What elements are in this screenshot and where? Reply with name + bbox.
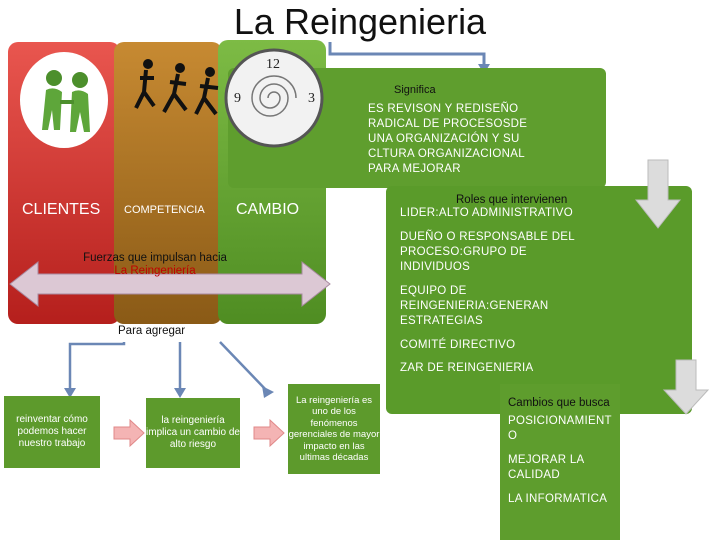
down-arrow-right-bottom	[662, 359, 710, 415]
runners-icon	[126, 56, 226, 126]
roles-item-lider: LIDER:ALTO ADMINISTRATIVO	[400, 207, 574, 219]
cambios-heading: Cambios que busca	[508, 397, 610, 409]
cambios-panel	[500, 384, 620, 540]
competencia-label: COMPETENCIA	[124, 204, 205, 216]
significa-heading: Significa	[394, 84, 436, 96]
flow-arrow-2	[253, 418, 285, 448]
roles-item-zar: ZAR DE REINGENIERIA	[400, 362, 534, 374]
significa-body: ES REVISON Y REDISEÑO RADICAL DE PROCESO…	[368, 103, 528, 175]
roles-item-dueno: DUEÑO O RESPONSABLE DEL PROCESO:GRUPO DE…	[400, 231, 575, 273]
down-arrow-right-top	[634, 159, 682, 229]
flow-box-3: La reingeniería es uno de los fenómenos …	[288, 384, 380, 474]
cambios-item-calidad: MEJORAR LA CALIDAD	[508, 454, 584, 481]
svg-text:3: 3	[308, 91, 315, 106]
flow-arrow-1	[113, 418, 145, 448]
fuerzas-line1: Fuerzas que impulsan hacia	[83, 252, 227, 264]
roles-item-equipo: EQUIPO DE REINGENIERIA:GENERAN ESTRATEGI…	[400, 285, 549, 327]
flow-box-1: reinventar cómo podemos hacer nuestro tr…	[4, 396, 100, 468]
fuerzas-line2: La Reingeniería	[114, 265, 196, 277]
fuerzas-text: Fuerzas que impulsan hacia La Reingenier…	[70, 252, 240, 278]
roles-item-comite: COMITÉ DIRECTIVO	[400, 339, 516, 351]
para-agregar-label: Para agregar	[118, 325, 186, 337]
cambios-item-posicionamiento: POSICIONAMIENT O	[508, 415, 612, 442]
clientes-label: CLIENTES	[22, 201, 101, 218]
clock-icon: 12 3 9	[222, 46, 324, 156]
fuerzas-double-arrow	[9, 260, 331, 308]
flow-box-2: la reingeniería implica un cambio de alt…	[146, 398, 240, 468]
svg-text:9: 9	[234, 91, 241, 106]
cambio-label: CAMBIO	[236, 201, 300, 218]
people-handshake-icon	[16, 50, 112, 150]
roles-panel	[386, 186, 692, 414]
svg-text:12: 12	[266, 57, 280, 72]
page-title: La Reingenieria	[233, 1, 487, 42]
roles-heading: Roles que intervienen	[456, 194, 568, 206]
cambios-item-informatica: LA INFORMATICA	[508, 493, 608, 505]
